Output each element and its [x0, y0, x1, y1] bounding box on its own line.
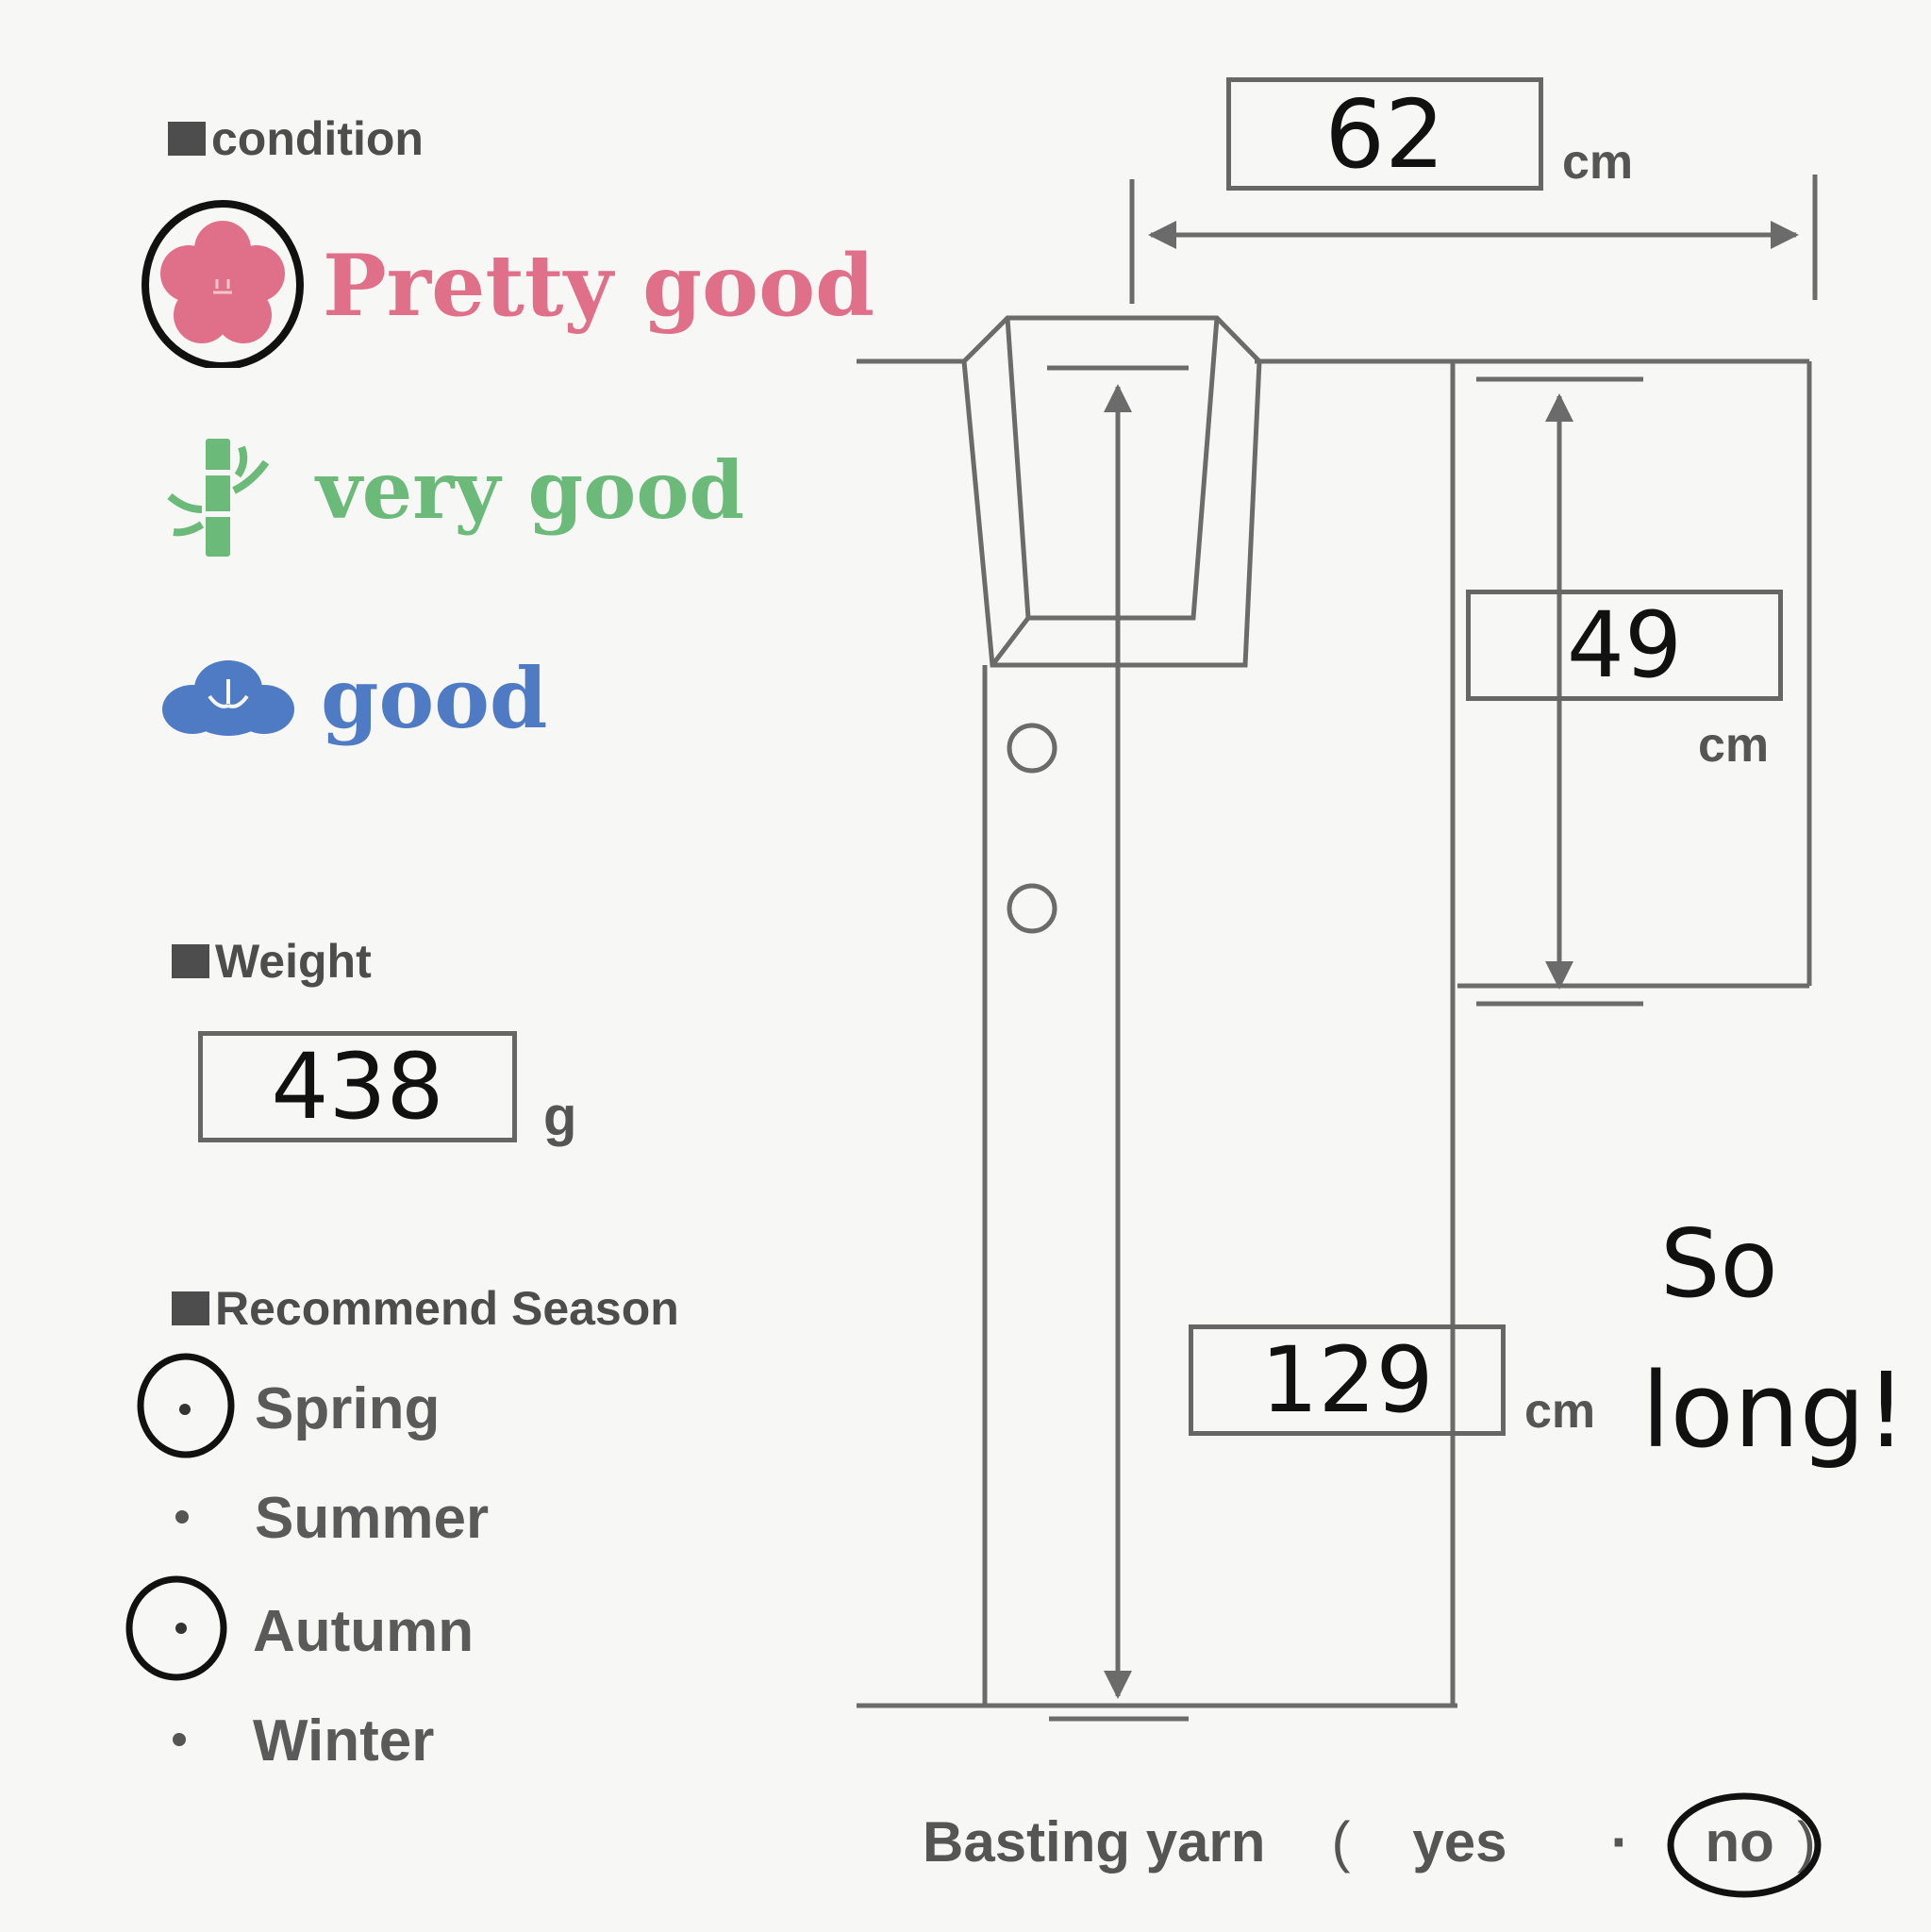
pine-cloud-icon — [162, 651, 294, 745]
season-heading-text: Recommend Season — [215, 1282, 679, 1335]
open-paren: ( — [1331, 1810, 1351, 1874]
heading-square — [172, 944, 209, 978]
basting-yarn-row: Basting yarn ( yes · no ) — [923, 1792, 1822, 1898]
weight-value: 438 — [271, 1034, 444, 1140]
condition-very-good[interactable]: very good — [316, 443, 745, 537]
season-autumn[interactable]: Autumn — [253, 1599, 474, 1664]
total-length-unit: cm — [1524, 1384, 1596, 1439]
sleeve-length-value: 49 — [1566, 592, 1683, 698]
season-spring[interactable]: Spring — [255, 1376, 441, 1441]
condition-heading: condition — [168, 111, 424, 166]
season-heading: Recommend Season — [172, 1281, 679, 1336]
plum-blossom-icon — [140, 198, 305, 368]
selected-circle-mark — [1667, 1792, 1822, 1898]
weight-heading-text: Weight — [215, 935, 372, 988]
basting-yarn-label: Basting yarn — [923, 1810, 1266, 1874]
total-length-field[interactable]: 129 — [1189, 1324, 1506, 1436]
condition-heading-text: condition — [211, 112, 424, 165]
season-winter[interactable]: Winter — [253, 1708, 435, 1774]
heading-square — [168, 122, 206, 156]
weight-unit: g — [543, 1086, 577, 1147]
basting-no-option[interactable]: no — [1667, 1792, 1822, 1898]
sleeve-width-field[interactable]: 62 — [1226, 77, 1543, 191]
season-summer[interactable]: Summer — [255, 1486, 490, 1551]
condition-pretty-good[interactable]: Pretty good — [323, 236, 875, 336]
selected-circle-mark — [141, 200, 304, 368]
sleeve-width-value: 62 — [1324, 78, 1445, 190]
bamboo-icon — [160, 434, 274, 561]
sleeve-width-unit: cm — [1562, 135, 1634, 190]
basting-no-label: no — [1705, 1810, 1774, 1874]
option-separator: · — [1610, 1810, 1630, 1874]
heading-square — [172, 1291, 209, 1325]
note-line-2: long! — [1641, 1350, 1907, 1471]
basting-yes-option[interactable]: yes — [1412, 1810, 1507, 1874]
weight-field[interactable]: 438 — [198, 1031, 517, 1142]
note-line-1: So — [1660, 1208, 1778, 1319]
weight-heading: Weight — [172, 934, 372, 989]
sleeve-length-field[interactable]: 49 — [1466, 590, 1783, 701]
total-length-value: 129 — [1260, 1327, 1434, 1433]
condition-good[interactable]: good — [321, 649, 548, 747]
sleeve-length-unit: cm — [1698, 718, 1770, 773]
